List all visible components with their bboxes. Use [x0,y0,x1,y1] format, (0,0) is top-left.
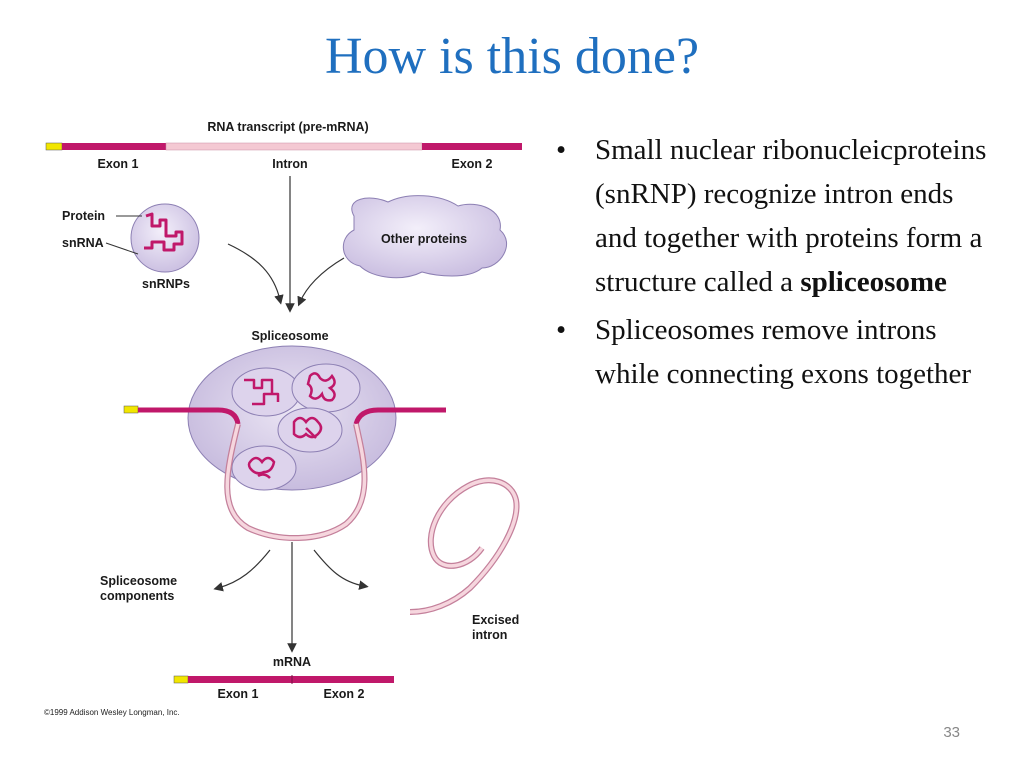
excised-label-line1: Excised [472,613,519,627]
arrow-to-excised-intron [313,549,369,590]
excised-label-line2: intron [472,628,507,642]
components-label-line2: components [100,589,174,603]
exon1-top-label: Exon 1 [98,157,139,171]
exon1-strand-spliceosome [138,407,241,425]
exon1-segment-top [62,143,166,150]
snrnp-sphere [130,203,200,273]
snrnps-label: snRNPs [142,277,190,291]
protein-label: Protein [62,209,105,223]
bullet-emphasis-1: spliceosome [800,266,947,298]
intron-segment-top [165,142,423,151]
spliceosome-label: Spliceosome [251,329,328,343]
other-proteins-label: Other proteins [381,232,467,246]
exon2-top-label: Exon 2 [452,157,493,171]
mrna-label: mRNA [273,655,311,669]
exon2-segment-top [422,143,522,150]
figure-copyright: ©1999 Addison Wesley Longman, Inc. [44,708,180,717]
intron-label: Intron [272,157,307,171]
snrna-strand-4 [247,456,276,479]
snrnp-inner-4 [231,445,297,491]
exon2-bottom-label: Exon 2 [324,687,365,701]
exon2-segment-mrna [292,676,394,683]
bullet-item-1: • Small nuclear ribonucleicproteins (snR… [556,128,996,304]
bullet-dot: • [556,314,567,346]
splicing-figure: RNA transcript (pre-mRNA) Exon 1 Intron … [38,112,538,722]
bullet-text-2: Spliceosomes remove introns while connec… [595,314,972,390]
arrow-snrnps-to-spliceosome [227,243,284,305]
snrna-strand [144,212,184,252]
bullet-text-1: Small nuclear ribonucleicproteins (snRNP… [595,134,987,298]
components-label-line1: Spliceosome [100,574,177,588]
snrna-strand-3 [292,416,323,439]
cap-marker-spliceosome [123,405,139,414]
snrna-strand-1 [244,378,280,406]
exon1-bottom-label: Exon 1 [218,687,259,701]
snrnp-inner-1 [231,367,301,417]
arrow-to-components [213,549,271,592]
snrna-strand-2 [306,372,336,402]
cap-marker-top [45,142,63,151]
bullet-item-2: • Spliceosomes remove introns while conn… [556,308,996,396]
bullet-dot: • [556,134,567,166]
intron-loop [225,423,367,540]
rna-transcript-label: RNA transcript (pre-mRNA) [207,120,368,134]
bullet-list: • Small nuclear ribonucleicproteins (snR… [556,128,996,400]
cap-marker-mrna [173,675,189,684]
slide-title: How is this done? [324,28,700,85]
splicing-diagram: RNA transcript (pre-mRNA) Exon 1 Intron … [44,120,522,717]
arrow-proteins-to-spliceosome [297,257,345,307]
other-proteins-blob [343,195,507,279]
snrna-leader-line [105,242,139,255]
excised-intron [409,478,519,614]
exon1-segment-mrna [188,676,292,683]
snrnp-inner-2 [291,363,361,413]
exon2-strand-spliceosome [353,407,446,425]
snrna-label: snRNA [62,236,104,250]
page-number: 33 [943,724,960,741]
snrnp-inner-3 [277,407,343,453]
